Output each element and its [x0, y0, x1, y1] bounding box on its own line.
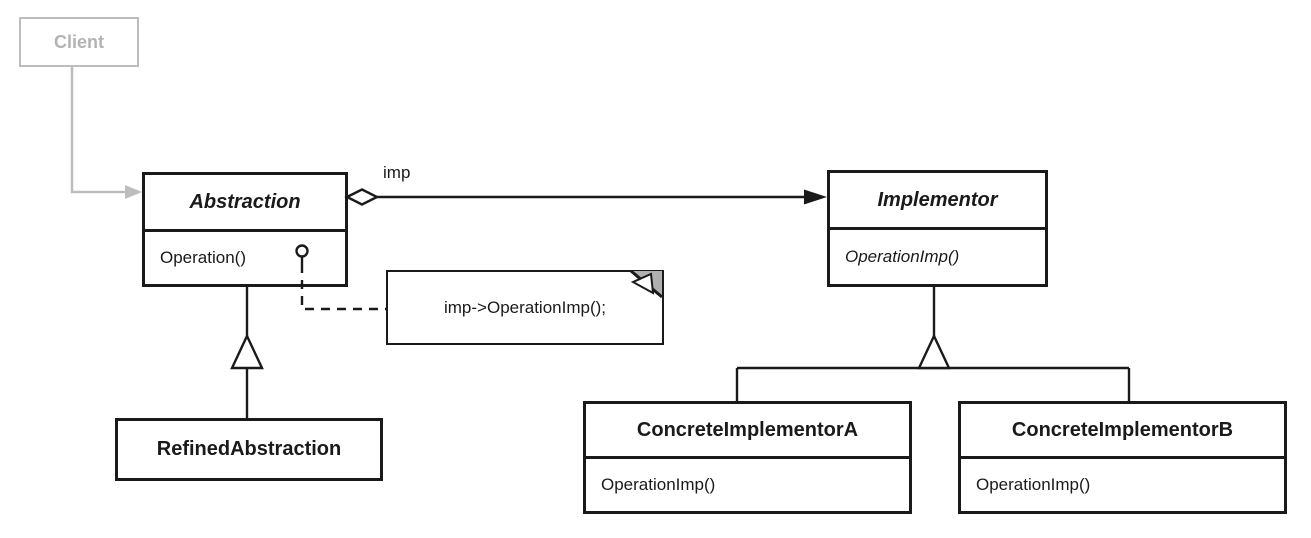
implementor-class: Implementor OperationImp() — [827, 170, 1048, 287]
concrete-implementor-b-class-name: ConcreteImplementorB — [1011, 418, 1234, 441]
code-note-box: imp->OperationImp(); — [386, 270, 664, 345]
refined-abstraction-class: RefinedAbstraction — [115, 418, 383, 481]
concrete-implementor-b-operationimp-method: OperationImp() — [976, 475, 1091, 494]
compartment-divider — [145, 229, 345, 232]
compartment-divider — [961, 456, 1284, 459]
inheritance-triangle-icon — [230, 333, 264, 370]
client-class-name: Client — [53, 31, 104, 52]
code-note-text: imp->OperationImp(); — [443, 297, 607, 317]
implementor-class-name: Implementor — [877, 188, 998, 211]
client-dependency-arrowhead-icon — [125, 185, 142, 199]
inheritance-triangle-icon — [917, 333, 951, 370]
client-dependency-line — [70, 67, 127, 194]
abstraction-operation-method: Operation() — [160, 248, 246, 267]
compartment-divider — [586, 456, 909, 459]
concrete-implementor-a-class: ConcreteImplementorA OperationImp() — [583, 401, 912, 514]
abstraction-class-name: Abstraction — [189, 190, 301, 213]
compartment-divider — [830, 227, 1045, 230]
concrete-implementor-a-operationimp-method: OperationImp() — [601, 475, 716, 494]
concrete-implementor-a-class-name: ConcreteImplementorA — [636, 418, 859, 441]
implementor-operationimp-method: OperationImp() — [845, 247, 960, 266]
imp-association-label: imp — [383, 163, 411, 182]
abstraction-class: Abstraction Operation() — [142, 172, 348, 287]
refined-abstraction-class-name: RefinedAbstraction — [156, 438, 342, 460]
association-arrowhead-icon — [804, 189, 827, 205]
concrete-implementor-b-class: ConcreteImplementorB OperationImp() — [958, 401, 1287, 514]
aggregation-diamond-icon — [344, 188, 380, 206]
client-class: Client — [19, 17, 139, 67]
